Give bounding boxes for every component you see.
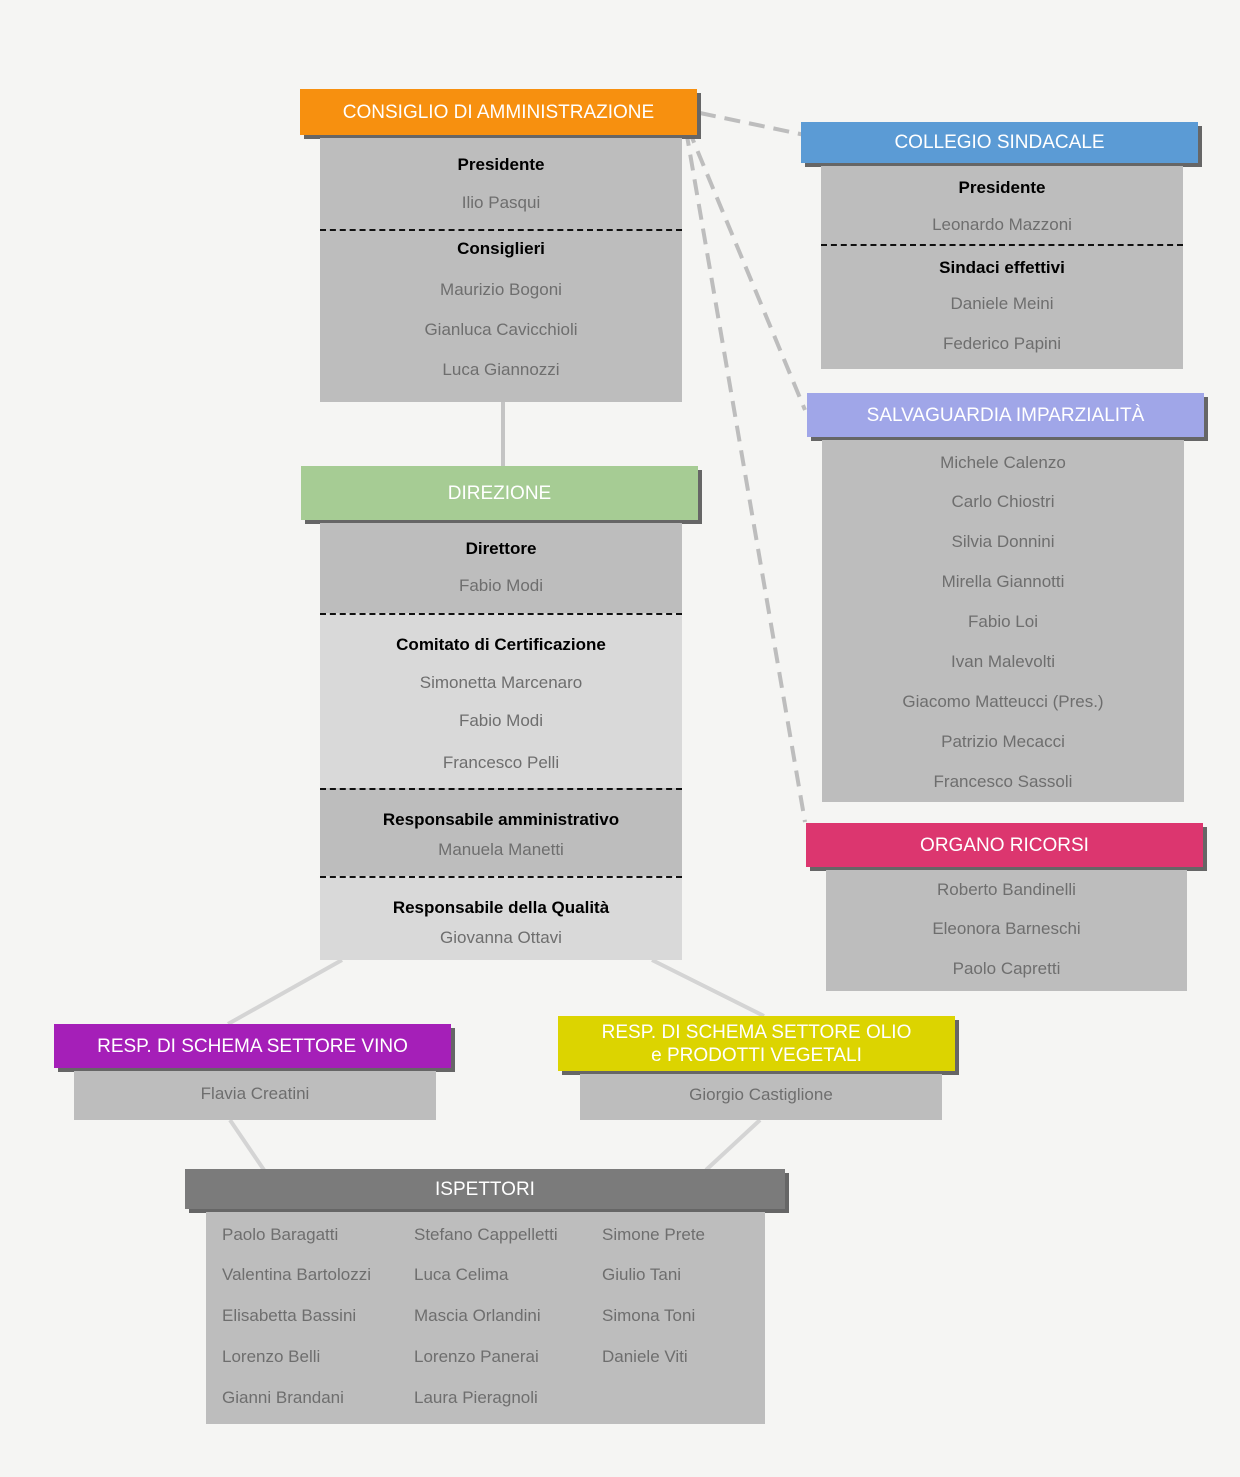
vino-header: RESP. DI SCHEMA SETTORE VINO xyxy=(54,1024,451,1068)
collegio-presidente-section: Presidente Leonardo Mazzoni xyxy=(821,166,1183,244)
salvaguardia-panel: Michele Calenzo Carlo Chiostri Silvia Do… xyxy=(822,440,1184,802)
ispettore-name: Gianni Brandani xyxy=(222,1388,344,1407)
link-consiglio-collegio xyxy=(699,111,806,137)
qualita-name: Giovanna Ottavi xyxy=(440,928,562,947)
organo-member: Paolo Capretti xyxy=(952,959,1061,978)
ispettori-panel: Paolo Baragatti Valentina Bartolozzi Eli… xyxy=(206,1212,765,1424)
consigliere-name: Luca Giannozzi xyxy=(442,360,560,379)
ispettori-col-2: Stefano Cappelletti Luca Celima Mascia O… xyxy=(414,1212,594,1424)
ispettore-name: Lorenzo Belli xyxy=(222,1347,321,1366)
comitato-member: Francesco Pelli xyxy=(442,753,560,772)
amministrativo-name: Manuela Manetti xyxy=(438,840,564,859)
consiglio-header: CONSIGLIO DI AMMINISTRAZIONE xyxy=(300,89,697,135)
organo-header: ORGANO RICORSI xyxy=(806,823,1203,867)
link-direzione-olio xyxy=(651,958,765,1018)
salvaguardia-header: SALVAGUARDIA IMPARZIALITÀ xyxy=(807,393,1204,437)
dashed-links xyxy=(684,111,807,823)
ispettori-col-3: Simone Prete Giulio Tani Simona Toni Dan… xyxy=(602,1212,762,1424)
direttore-label: Direttore xyxy=(465,539,537,558)
direzione-header: DIREZIONE xyxy=(301,466,698,520)
organo-panel: Roberto Bandinelli Eleonora Barneschi Pa… xyxy=(826,870,1187,991)
consigliere-name: Maurizio Bogoni xyxy=(440,280,562,299)
qualita-section: Responsabile della Qualità Giovanna Otta… xyxy=(320,876,682,960)
salvaguardia-member: Mirella Giannotti xyxy=(941,572,1065,591)
ispettori-header: ISPETTORI xyxy=(185,1169,785,1209)
ispettore-name: Stefano Cappelletti xyxy=(414,1225,558,1244)
olio-title-line1: RESP. DI SCHEMA SETTORE OLIO xyxy=(601,1021,912,1043)
ispettore-name: Simona Toni xyxy=(602,1306,696,1325)
presidente-label: Presidente xyxy=(457,155,545,174)
consiglieri-section: Consiglieri Maurizio Bogoni Gianluca Cav… xyxy=(320,229,682,402)
salvaguardia-member: Ivan Malevolti xyxy=(951,652,1055,671)
sindaco-name: Federico Papini xyxy=(942,334,1062,353)
ispettore-name: Luca Celima xyxy=(414,1265,509,1284)
salvaguardia-member: Silvia Donnini xyxy=(951,532,1055,551)
ispettore-name: Laura Pieragnoli xyxy=(414,1388,538,1407)
amministrativo-section: Responsabile amministrativo Manuela Mane… xyxy=(320,788,682,876)
consigliere-name: Gianluca Cavicchioli xyxy=(424,320,578,339)
link-consiglio-salvaguardia xyxy=(686,127,807,411)
comitato-member: Simonetta Marcenaro xyxy=(419,673,583,692)
sindaco-name: Daniele Meini xyxy=(950,294,1054,313)
vino-panel: Flavia Creatini xyxy=(74,1071,436,1120)
link-olio-ispettori xyxy=(704,1118,762,1172)
qualita-label: Responsabile della Qualità xyxy=(392,898,610,917)
link-consiglio-organo xyxy=(684,129,807,823)
olio-member: Giorgio Castiglione xyxy=(689,1085,833,1104)
consiglieri-label: Consiglieri xyxy=(457,239,545,258)
ispettore-name: Mascia Orlandini xyxy=(414,1306,541,1325)
ispettore-name: Paolo Baragatti xyxy=(222,1225,339,1244)
olio-title-line2: e PRODOTTI VEGETALI xyxy=(651,1044,862,1066)
salvaguardia-member: Patrizio Mecacci xyxy=(941,732,1065,751)
collegio-presidente-name: Leonardo Mazzoni xyxy=(932,215,1072,234)
ispettore-name: Elisabetta Bassini xyxy=(222,1306,357,1325)
direttore-section: Direttore Fabio Modi xyxy=(320,523,682,613)
link-direzione-vino xyxy=(227,958,343,1026)
salvaguardia-member: Michele Calenzo xyxy=(940,453,1066,472)
ispettore-name: Simone Prete xyxy=(602,1225,705,1244)
link-vino-ispettori xyxy=(228,1118,266,1172)
ispettore-name: Lorenzo Panerai xyxy=(414,1347,539,1366)
comitato-label: Comitato di Certificazione xyxy=(396,635,606,654)
olio-header: RESP. DI SCHEMA SETTORE OLIO e PRODOTTI … xyxy=(558,1016,955,1071)
collegio-panel: Presidente Leonardo Mazzoni Sindaci effe… xyxy=(821,166,1183,369)
collegio-presidente-label: Presidente xyxy=(958,178,1046,197)
direzione-panel: Direttore Fabio Modi Comitato di Certifi… xyxy=(320,523,682,960)
amministrativo-label: Responsabile amministrativo xyxy=(382,810,620,829)
organo-member: Roberto Bandinelli xyxy=(937,880,1076,899)
consiglio-presidente-section: Presidente Ilio Pasqui xyxy=(320,138,682,229)
salvaguardia-member: Carlo Chiostri xyxy=(951,492,1055,511)
comitato-section: Comitato di Certificazione Simonetta Mar… xyxy=(320,613,682,788)
sindaci-section: Sindaci effettivi Daniele Meini Federico… xyxy=(821,244,1183,369)
ispettori-col-1: Paolo Baragatti Valentina Bartolozzi Eli… xyxy=(222,1212,402,1424)
comitato-member: Fabio Modi xyxy=(458,711,544,730)
salvaguardia-member: Fabio Loi xyxy=(968,612,1038,631)
presidente-name: Ilio Pasqui xyxy=(461,193,541,212)
direttore-name: Fabio Modi xyxy=(458,576,544,595)
vino-member: Flavia Creatini xyxy=(200,1084,310,1103)
ispettore-name: Giulio Tani xyxy=(602,1265,682,1284)
collegio-header: COLLEGIO SINDACALE xyxy=(801,122,1198,163)
sindaci-label: Sindaci effettivi xyxy=(939,258,1065,277)
salvaguardia-member: Francesco Sassoli xyxy=(933,772,1073,791)
ispettore-name: Valentina Bartolozzi xyxy=(222,1265,371,1284)
salvaguardia-member: Giacomo Matteucci (Pres.) xyxy=(902,692,1104,711)
organo-member: Eleonora Barneschi xyxy=(932,919,1081,938)
consiglio-panel: Presidente Ilio Pasqui Consiglieri Mauri… xyxy=(320,138,682,402)
solid-links xyxy=(227,402,765,1172)
olio-panel: Giorgio Castiglione xyxy=(580,1074,942,1120)
ispettore-name: Daniele Viti xyxy=(602,1347,688,1366)
